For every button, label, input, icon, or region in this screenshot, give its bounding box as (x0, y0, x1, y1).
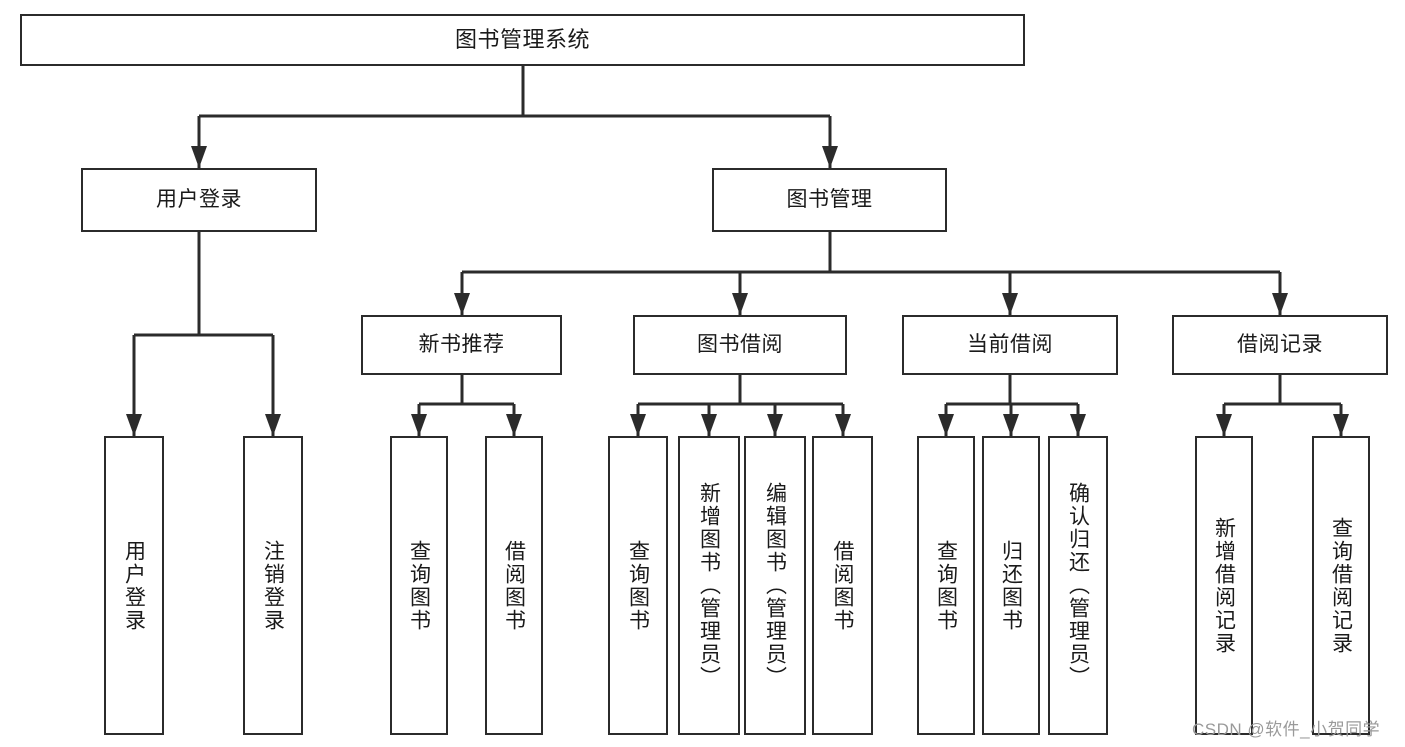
node-label: 图书借阅 (697, 332, 783, 356)
node-user-login[interactable]: 用户登录 (81, 168, 317, 232)
arrowhead (126, 414, 142, 436)
node-book-manage[interactable]: 图书管理 (712, 168, 947, 232)
node-label: 归还图书 (999, 539, 1023, 632)
node-label: 注销登录 (261, 539, 285, 632)
arrowhead (701, 414, 717, 436)
node-leaf-cur-confirm[interactable]: 确认归还（管理员） (1048, 436, 1108, 735)
node-borrow-record[interactable]: 借阅记录 (1172, 315, 1388, 375)
node-current-borrow[interactable]: 当前借阅 (902, 315, 1118, 375)
node-label: 查询图书 (934, 539, 958, 632)
node-leaf-user-logout[interactable]: 注销登录 (243, 436, 303, 735)
node-leaf-borrow-add[interactable]: 新增图书（管理员） (678, 436, 740, 735)
node-label: 确认归还（管理员） (1066, 482, 1090, 689)
node-label: 查询借阅记录 (1329, 516, 1353, 655)
arrowhead (630, 414, 646, 436)
node-label: 图书管理系统 (454, 27, 590, 53)
node-label: 查询图书 (626, 539, 650, 632)
arrowhead (1272, 293, 1288, 315)
arrowhead (767, 414, 783, 436)
node-label: 借阅图书 (502, 539, 526, 632)
node-leaf-rec-borrow[interactable]: 借阅图书 (485, 436, 543, 735)
arrowhead (1070, 414, 1086, 436)
node-root[interactable]: 图书管理系统 (20, 14, 1025, 66)
node-label: 借阅记录 (1237, 332, 1323, 356)
arrowhead (732, 293, 748, 315)
node-label: 新增图书（管理员） (697, 482, 721, 689)
arrowhead (1003, 414, 1019, 436)
node-label: 新增借阅记录 (1212, 516, 1236, 655)
node-leaf-borrow-query[interactable]: 查询图书 (608, 436, 668, 735)
arrowhead (191, 146, 207, 168)
arrowhead (822, 146, 838, 168)
arrowhead (411, 414, 427, 436)
node-label: 借阅图书 (831, 539, 854, 632)
node-label: 新书推荐 (418, 332, 505, 356)
node-label: 图书管理 (786, 187, 873, 211)
arrowhead (1216, 414, 1232, 436)
node-leaf-rec-query[interactable]: 查询图书 (390, 436, 448, 735)
arrowhead (1002, 293, 1018, 315)
node-leaf-rec-query2[interactable]: 查询借阅记录 (1312, 436, 1370, 735)
arrowhead (454, 293, 470, 315)
node-leaf-cur-return[interactable]: 归还图书 (982, 436, 1040, 735)
node-new-book-rec[interactable]: 新书推荐 (361, 315, 562, 375)
arrowhead (265, 414, 281, 436)
node-leaf-cur-query[interactable]: 查询图书 (917, 436, 975, 735)
node-label: 当前借阅 (967, 332, 1053, 356)
node-label: 用户登录 (122, 539, 146, 632)
node-label: 编辑图书（管理员） (763, 482, 787, 689)
node-book-borrow[interactable]: 图书借阅 (633, 315, 847, 375)
node-label: 用户登录 (156, 187, 242, 211)
node-leaf-user-login[interactable]: 用户登录 (104, 436, 164, 735)
node-leaf-borrow-lend[interactable]: 借阅图书 (812, 436, 873, 735)
arrowhead (938, 414, 954, 436)
arrowhead (506, 414, 522, 436)
node-leaf-rec-add[interactable]: 新增借阅记录 (1195, 436, 1253, 735)
node-leaf-borrow-edit[interactable]: 编辑图书（管理员） (744, 436, 806, 735)
arrowhead (835, 414, 851, 436)
arrowhead (1333, 414, 1349, 436)
node-label: 查询图书 (407, 539, 431, 632)
